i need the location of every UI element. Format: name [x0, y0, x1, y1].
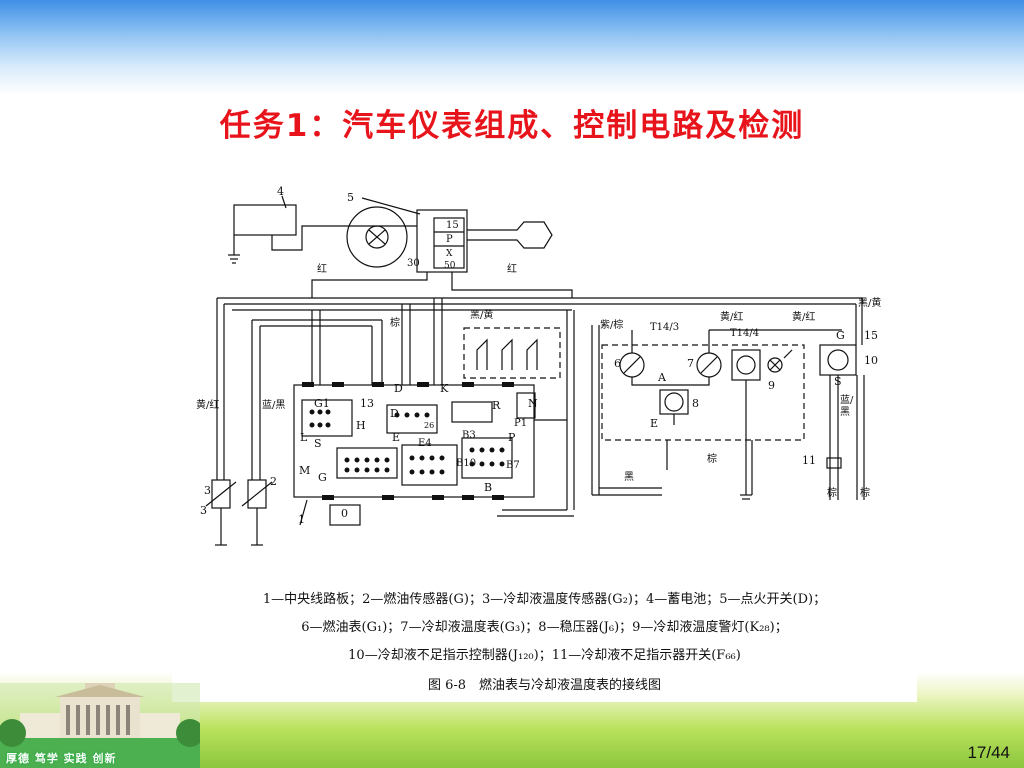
label-brown-2: 棕 [707, 454, 717, 465]
legend-line-3: 10—冷却液不足指示控制器(J₁₂₀)；11—冷却液不足指示器开关(F₆₆) [348, 648, 741, 663]
voltage-regulator [659, 389, 689, 415]
label-b3: B3 [462, 430, 476, 441]
label-e4: E4 [418, 438, 432, 449]
label-0: 0 [341, 507, 348, 520]
label-yellow-red-1: 黄/红 [720, 312, 744, 323]
label-5: 5 [347, 191, 354, 204]
ignition-switch [416, 209, 468, 273]
legend-line-2: 6—燃油表(G₁)；7—冷却液温度表(G₃)；8—稳压器(J₆)；9—冷却液温度… [301, 620, 788, 635]
label-15: 15 [864, 329, 878, 342]
label-b10: B10 [456, 458, 477, 469]
label-b: B [484, 481, 493, 494]
wiring-diagram-figure: 4 5 15 P X 30 50 红 红 棕 黑/黄 紫/棕 T14/3 T14… [172, 180, 917, 702]
label-brown-1: 棕 [390, 318, 400, 329]
label-black: 黑 [624, 472, 634, 483]
label-black-yellow-2: 黑/黄 [858, 298, 882, 309]
label-terminal-x: X [446, 249, 453, 259]
label-6: 6 [614, 357, 621, 370]
label-10: 10 [864, 354, 878, 367]
relay-block [463, 327, 561, 379]
label-yellow-red-3: 黄/红 [196, 400, 220, 411]
instrument-cluster [601, 344, 805, 441]
campus-building-logo [0, 683, 200, 768]
label-g-right: G [836, 329, 845, 342]
label-3: 3 [200, 504, 207, 517]
label-terminal-15: 15 [446, 220, 459, 231]
slide-title: 任务1：汽车仪表组成、控制电路及检测 [219, 108, 805, 144]
label-brown-3: 棕 [827, 488, 837, 499]
wiring-diagram [205, 195, 865, 546]
label-7: 7 [687, 357, 694, 370]
label-d-inner: D [390, 407, 399, 420]
logo-motto: 厚德 笃学 实践 创新 [6, 752, 117, 765]
label-blue-black-2: 蓝/黑 [840, 395, 854, 418]
label-b7: B7 [506, 460, 520, 471]
central-panel [293, 384, 535, 498]
label-n: N [528, 397, 538, 410]
ignition-key-head [346, 206, 408, 268]
label-9: 9 [768, 379, 775, 392]
label-3-marker: 3 [204, 484, 211, 497]
label-blue-black-1: 蓝/黑 [262, 400, 286, 411]
label-13: 13 [360, 397, 374, 410]
figure-caption: 图 6-8 燃油表与冷却液温度表的接线图 [427, 678, 662, 693]
label-r: R [492, 399, 501, 412]
label-t14-3: T14/3 [650, 322, 680, 333]
label-4: 4 [277, 185, 284, 198]
label-11: 11 [802, 454, 816, 467]
label-a: A [658, 371, 666, 384]
label-red-1: 红 [317, 264, 327, 275]
battery-box [233, 204, 297, 236]
label-h: H [356, 419, 366, 432]
label-26: 26 [424, 421, 435, 430]
warning-lamp [767, 357, 783, 373]
label-e: E [392, 431, 401, 444]
label-black-yellow-1: 黑/黄 [470, 310, 494, 321]
label-terminal-50: 50 [444, 261, 456, 271]
label-g1: G1 [314, 397, 330, 410]
label-purple-brown: 紫/棕 [600, 320, 624, 331]
label-terminal-p: P [446, 234, 453, 245]
label-brown-4: 棕 [860, 488, 870, 499]
header-gradient-band [0, 0, 1024, 95]
page-number: 17/44 [967, 743, 1010, 762]
label-e-reg: E [650, 417, 659, 430]
label-1: 1 [298, 513, 305, 526]
label-d-top: D [394, 382, 403, 395]
label-red-2: 红 [507, 264, 517, 275]
label-t14-4: T14/4 [730, 328, 760, 339]
label-g: G [318, 471, 327, 484]
label-k: K [440, 382, 449, 395]
label-8: 8 [692, 397, 699, 410]
legend-line-1: 1—中央线路板；2—燃油传感器(G)；3—冷却液温度传感器(G₂)；4—蓄电池；… [262, 592, 827, 607]
label-m: M [299, 464, 311, 477]
label-l: L [300, 431, 308, 444]
label-s: S [314, 437, 322, 450]
label-p1: P1 [514, 418, 528, 429]
label-p: P [508, 431, 516, 444]
label-yellow-red-2: 黄/红 [792, 312, 816, 323]
label-s-right: S [834, 375, 842, 388]
label-2: 2 [270, 475, 277, 488]
label-terminal-30: 30 [407, 258, 420, 269]
